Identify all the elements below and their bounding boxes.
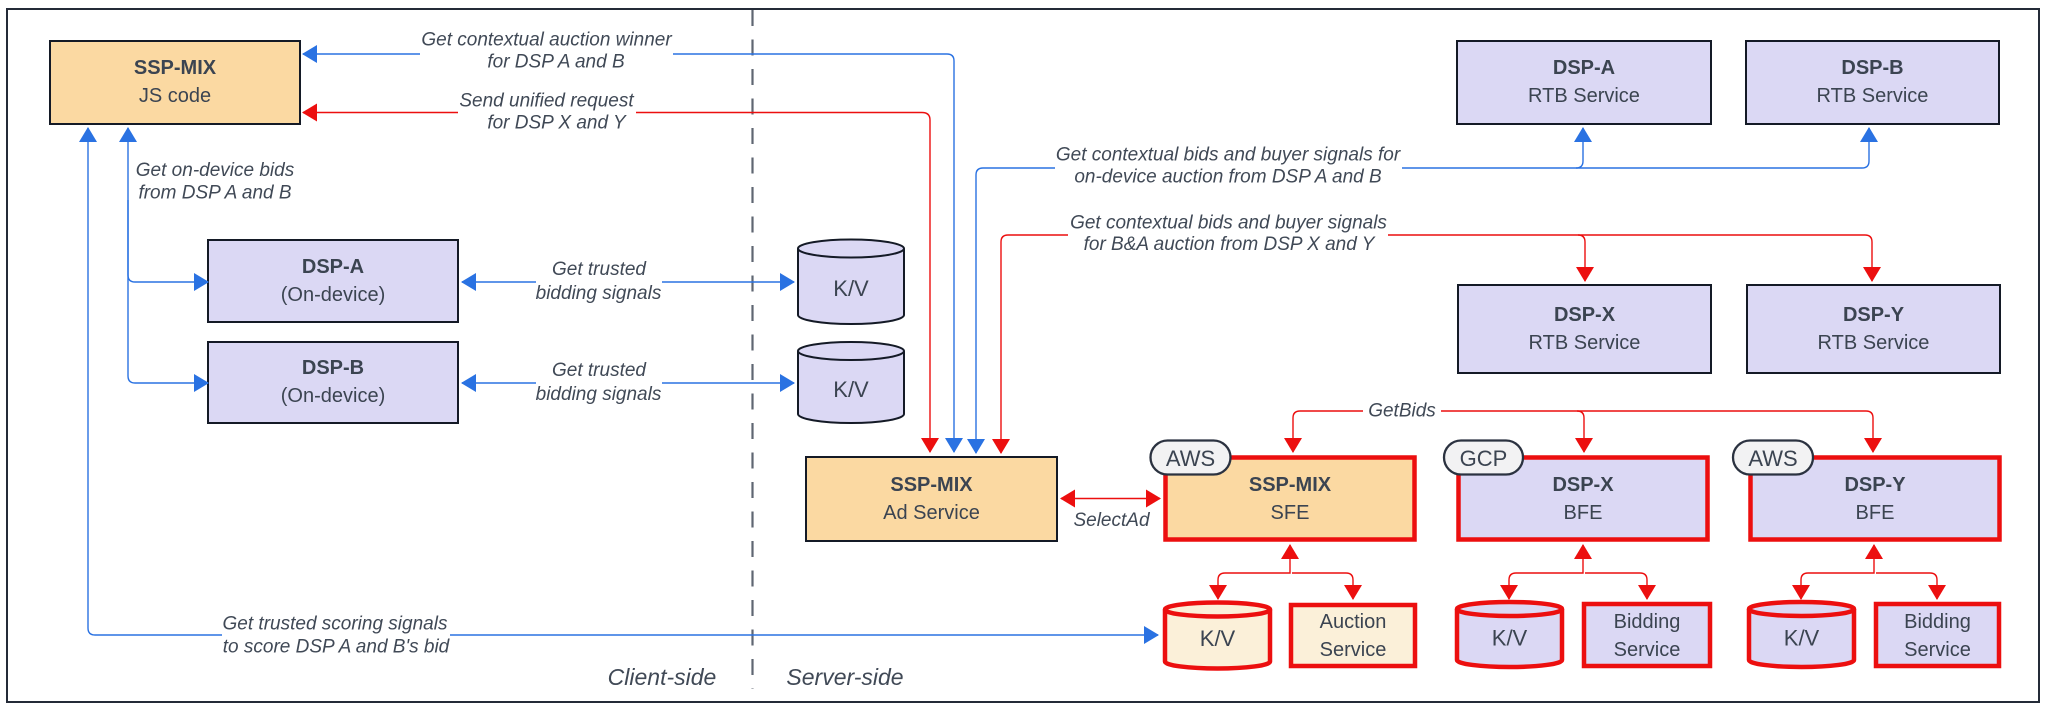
- svg-text:Service: Service: [1904, 639, 1971, 661]
- svg-text:Server-side: Server-side: [786, 664, 903, 690]
- svg-text:RTB Service: RTB Service: [1529, 332, 1641, 354]
- svg-text:from DSP A and B: from DSP A and B: [138, 183, 291, 204]
- svg-text:Send unified request: Send unified request: [459, 91, 634, 112]
- svg-text:AWS: AWS: [1166, 446, 1215, 471]
- svg-text:RTB Service: RTB Service: [1817, 85, 1929, 107]
- svg-text:DSP-Y: DSP-Y: [1844, 474, 1906, 496]
- svg-text:bidding signals: bidding signals: [536, 283, 662, 304]
- svg-text:Bidding: Bidding: [1614, 611, 1681, 633]
- svg-text:Get contextual bids and buyer: Get contextual bids and buyer signals fo…: [1056, 145, 1401, 166]
- svg-text:DSP-B: DSP-B: [1841, 57, 1903, 79]
- svg-text:Get contextual bids and buyer: Get contextual bids and buyer signals: [1070, 213, 1387, 234]
- svg-text:K/V: K/V: [833, 276, 869, 301]
- svg-text:Client-side: Client-side: [608, 664, 717, 690]
- svg-text:AWS: AWS: [1748, 446, 1797, 471]
- svg-text:SSP-MIX: SSP-MIX: [134, 57, 217, 79]
- svg-text:BFE: BFE: [1564, 502, 1603, 524]
- svg-text:Service: Service: [1614, 639, 1681, 661]
- svg-text:K/V: K/V: [833, 377, 869, 402]
- svg-text:DSP-Y: DSP-Y: [1843, 304, 1905, 326]
- svg-text:RTB Service: RTB Service: [1818, 332, 1930, 354]
- svg-text:GetBids: GetBids: [1368, 401, 1436, 422]
- svg-text:JS code: JS code: [139, 85, 211, 107]
- svg-text:bidding signals: bidding signals: [536, 384, 662, 405]
- svg-text:SSP-MIX: SSP-MIX: [1249, 474, 1332, 496]
- svg-text:GCP: GCP: [1460, 446, 1508, 471]
- svg-text:SFE: SFE: [1271, 502, 1310, 524]
- svg-text:Get on-device bids: Get on-device bids: [136, 160, 295, 181]
- svg-text:K/V: K/V: [1492, 626, 1528, 651]
- svg-text:(On-device): (On-device): [281, 385, 385, 407]
- svg-text:DSP-A: DSP-A: [302, 256, 364, 278]
- svg-text:Get trusted: Get trusted: [552, 360, 647, 381]
- svg-text:for DSP A and B: for DSP A and B: [487, 52, 625, 73]
- svg-text:Bidding: Bidding: [1904, 611, 1971, 633]
- svg-text:SelectAd: SelectAd: [1073, 510, 1150, 531]
- svg-text:DSP-B: DSP-B: [302, 357, 364, 379]
- svg-text:Get contextual auction winner: Get contextual auction winner: [421, 30, 672, 51]
- svg-text:K/V: K/V: [1200, 626, 1236, 651]
- svg-text:for B&A auction from DSP X and: for B&A auction from DSP X and Y: [1084, 234, 1376, 255]
- svg-text:DSP-X: DSP-X: [1552, 474, 1614, 496]
- svg-text:K/V: K/V: [1784, 626, 1820, 651]
- svg-text:Get trusted scoring signals: Get trusted scoring signals: [223, 614, 448, 635]
- svg-text:DSP-A: DSP-A: [1553, 57, 1615, 79]
- svg-text:for DSP X and Y: for DSP X and Y: [487, 113, 627, 134]
- svg-text:to score DSP A and B's bid: to score DSP A and B's bid: [223, 637, 451, 658]
- svg-text:Get trusted: Get trusted: [552, 259, 647, 280]
- svg-text:Service: Service: [1320, 639, 1387, 661]
- svg-text:SSP-MIX: SSP-MIX: [890, 474, 973, 496]
- svg-text:RTB Service: RTB Service: [1528, 85, 1640, 107]
- svg-text:BFE: BFE: [1856, 502, 1895, 524]
- svg-text:(On-device): (On-device): [281, 284, 385, 306]
- svg-text:Auction: Auction: [1320, 611, 1387, 633]
- svg-text:on-device auction from DSP A a: on-device auction from DSP A and B: [1074, 167, 1382, 188]
- svg-text:DSP-X: DSP-X: [1554, 304, 1616, 326]
- svg-text:Ad Service: Ad Service: [883, 502, 980, 524]
